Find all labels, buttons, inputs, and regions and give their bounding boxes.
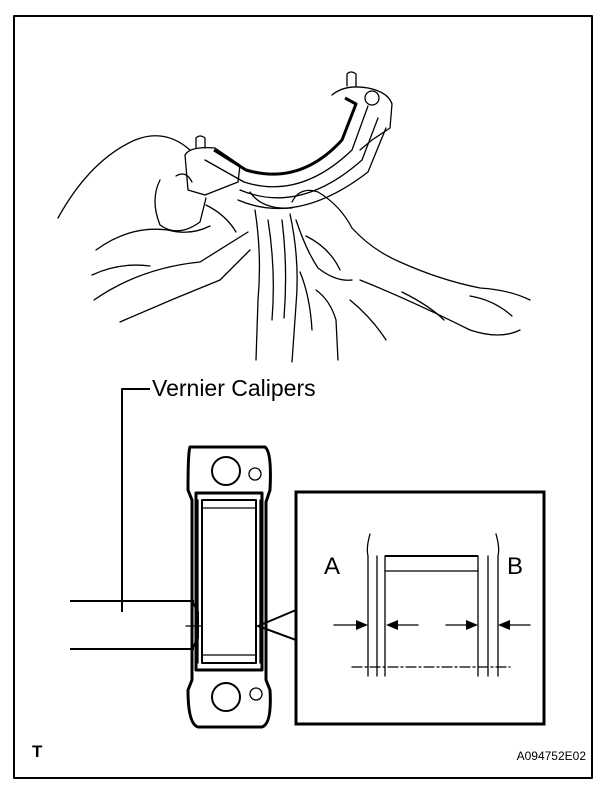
detail-inset: A B bbox=[257, 490, 546, 726]
callout-leader-line bbox=[121, 388, 150, 612]
bolt-hole-bottom bbox=[211, 682, 241, 712]
corner-mark: T bbox=[32, 742, 43, 761]
caliper-jaws bbox=[70, 600, 203, 650]
hands-holding-bearing-illustration bbox=[57, 71, 531, 363]
dimension-label-a: A bbox=[324, 553, 340, 580]
figure-frame bbox=[13, 15, 593, 779]
dimension-label-b: B bbox=[507, 553, 523, 580]
vernier-calipers-label: Vernier Calipers bbox=[152, 375, 316, 401]
rod-cap-with-bearing bbox=[186, 445, 272, 729]
bolt-hole-top bbox=[211, 456, 241, 486]
dimension-arrows bbox=[333, 620, 531, 630]
detail-frame bbox=[294, 490, 546, 726]
figure-code: A094752E02 bbox=[517, 749, 587, 763]
